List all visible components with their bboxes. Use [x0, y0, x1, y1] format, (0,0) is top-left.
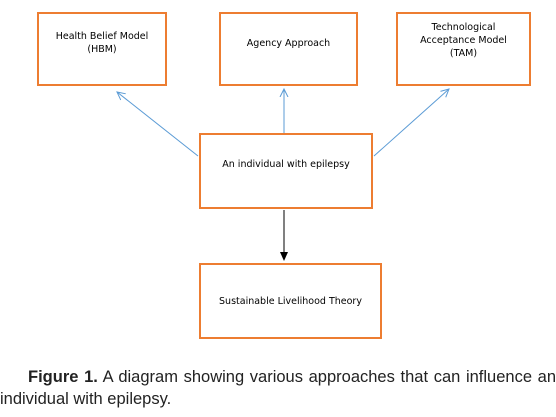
- arrow-to-tam: [373, 89, 449, 157]
- node-individual-label: An individual with epilepsy: [222, 159, 350, 170]
- node-hbm: Health Belief Model (HBM): [37, 12, 167, 86]
- diagram: Health Belief Model (HBM) Agency Approac…: [0, 0, 556, 339]
- caption-label: Figure 1.: [28, 368, 98, 386]
- node-agency-approach: Agency Approach: [219, 12, 358, 86]
- node-tam: Technological Acceptance Model (TAM): [396, 12, 531, 86]
- connector-arrows: [0, 0, 556, 261]
- node-agency-approach-label: Agency Approach: [246, 38, 331, 49]
- node-sustainable-livelihood-theory: Sustainable Livelihood Theory: [199, 263, 382, 339]
- caption-paragraph: Figure 1. A diagram showing various appr…: [0, 366, 556, 410]
- arrow-to-hbm: [117, 92, 199, 157]
- figure-caption: Figure 1. A diagram showing various appr…: [0, 366, 556, 410]
- node-individual-with-epilepsy: An individual with epilepsy: [199, 133, 373, 209]
- node-hbm-label: Health Belief Model (HBM): [55, 31, 149, 55]
- caption-text: A diagram showing various approaches tha…: [0, 368, 556, 408]
- node-slt-label: Sustainable Livelihood Theory: [219, 295, 362, 307]
- node-tam-label: Technological Acceptance Model (TAM): [420, 22, 507, 59]
